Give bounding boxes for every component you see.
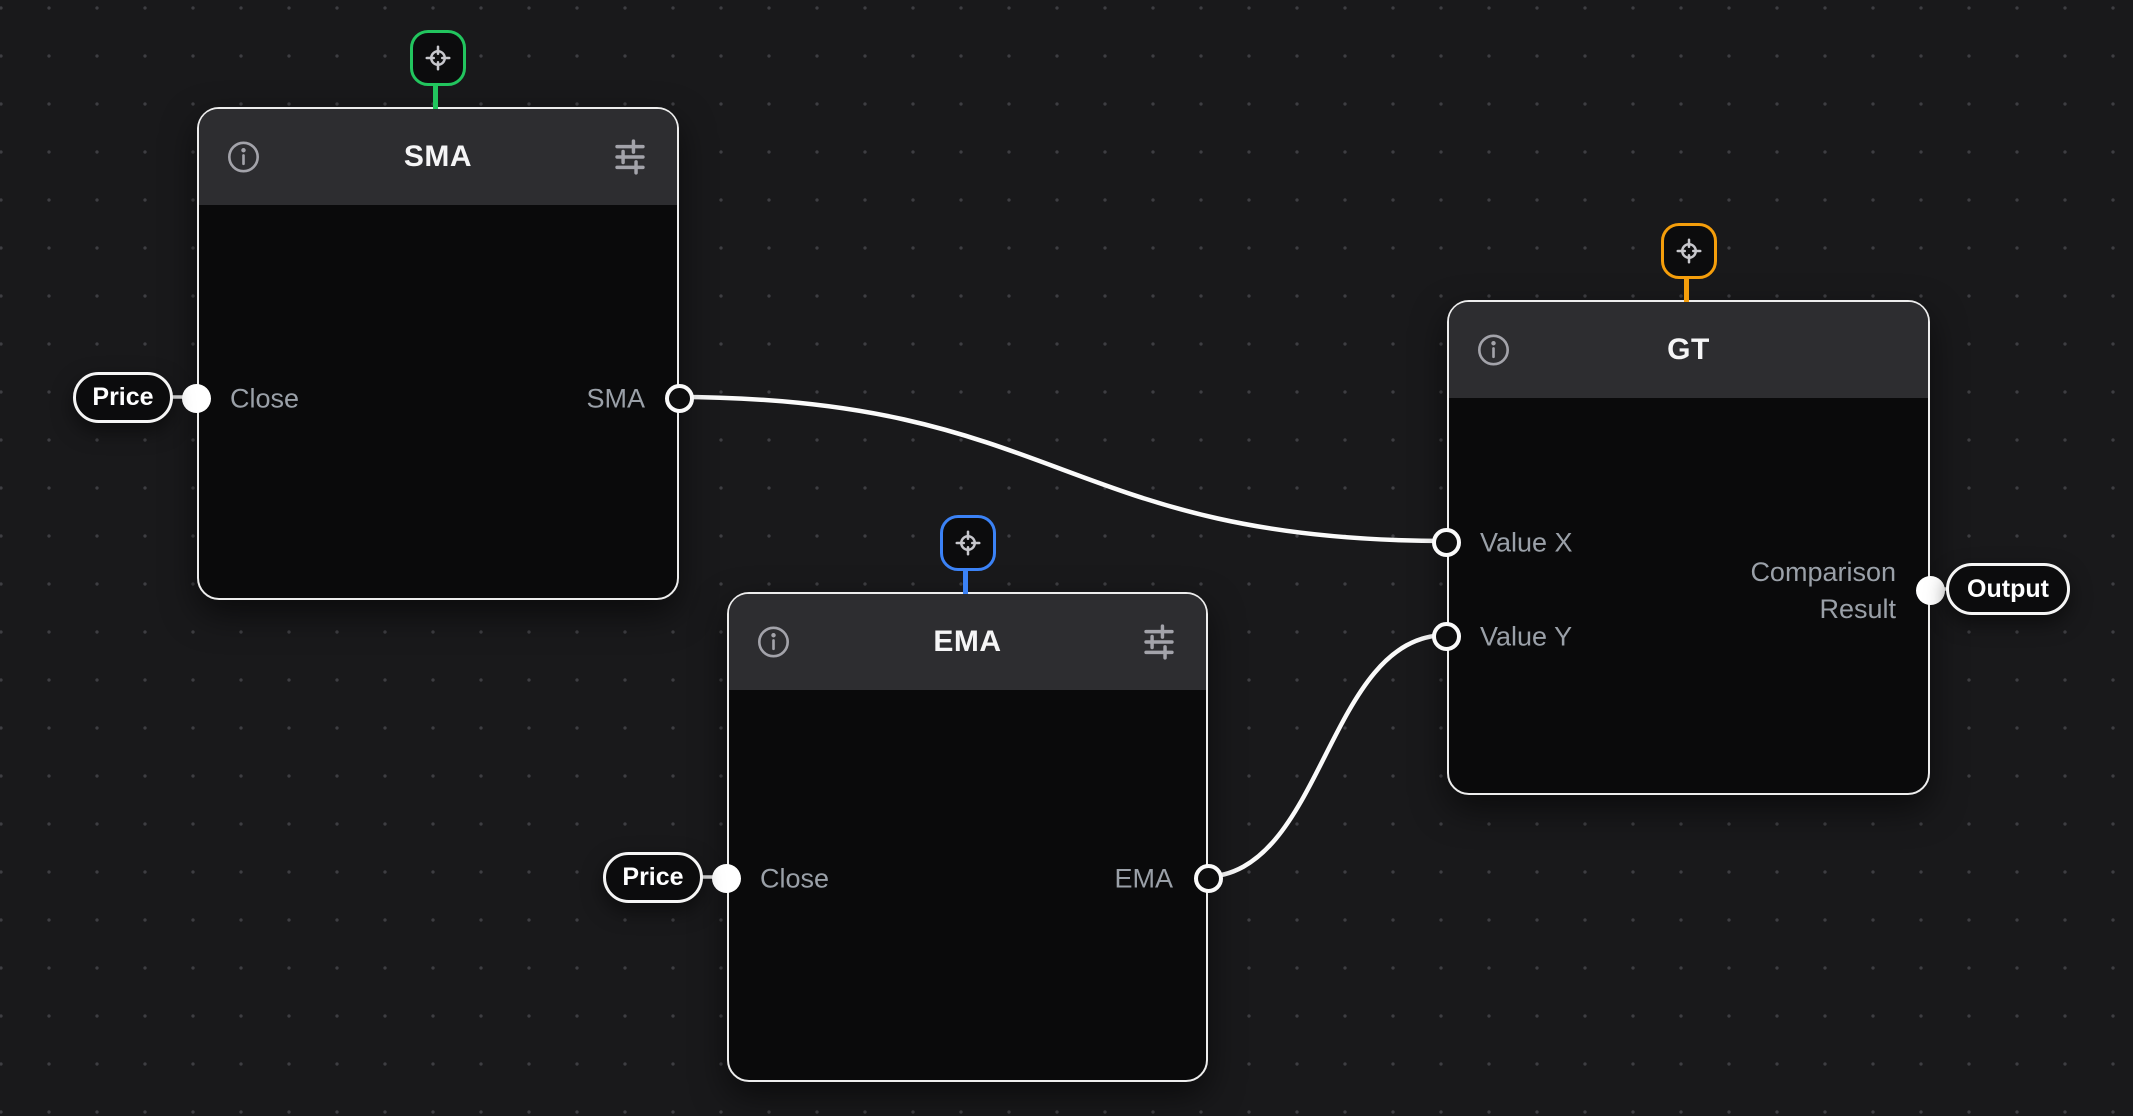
node-gt[interactable]: GT Value X Value Y Comparison Result [1432,223,1945,795]
edge-sma-to-gt-valuex[interactable] [672,394,1450,544]
target-icon [423,43,453,73]
node-header-ema: EMA [729,594,1206,690]
info-icon[interactable] [225,139,262,176]
output-label: SMA [586,383,645,414]
pill-label: Price [622,863,684,891]
node-header-sma: SMA [199,109,677,205]
target-badge-sma[interactable] [410,30,466,86]
port-gt-valuey-input[interactable] [1432,622,1461,651]
port-gt-output[interactable] [1916,576,1945,605]
target-icon [1674,236,1704,266]
node-title: GT [1667,333,1710,366]
output-label: Comparison Result [1750,557,1896,624]
source-pill-price-sma[interactable]: Price [73,372,173,423]
node-ema[interactable]: EMA Close EMA [712,515,1223,1082]
sliders-icon[interactable] [609,138,651,176]
port-ema-output[interactable] [1194,864,1223,893]
target-icon [953,528,983,558]
input-label: Value X [1480,527,1573,558]
node-sma[interactable]: SMA Close SMA [182,30,694,600]
info-icon[interactable] [755,624,792,661]
source-pill-price-ema[interactable]: Price [603,852,703,903]
port-gt-valuex-input[interactable] [1432,528,1461,557]
target-pill-output[interactable]: Output [1946,563,2070,615]
pill-label: Output [1967,574,2049,603]
input-label: Close [230,383,300,414]
port-sma-close-input[interactable] [182,384,211,413]
target-badge-gt[interactable] [1660,223,1717,279]
port-sma-output[interactable] [665,384,694,413]
port-ema-close-input[interactable] [712,864,741,893]
pill-label: Price [92,383,154,411]
input-label: Close [760,863,830,894]
edge-ema-to-gt-valuey[interactable] [1200,632,1450,880]
node-header-gt: GT [1449,302,1928,398]
sliders-icon[interactable] [1138,623,1180,661]
node-title: EMA [933,625,1002,658]
node-title: SMA [403,140,473,173]
target-badge-ema[interactable] [939,515,996,571]
input-label: Value Y [1480,621,1573,652]
output-label: EMA [1114,863,1173,894]
info-icon[interactable] [1475,332,1512,369]
